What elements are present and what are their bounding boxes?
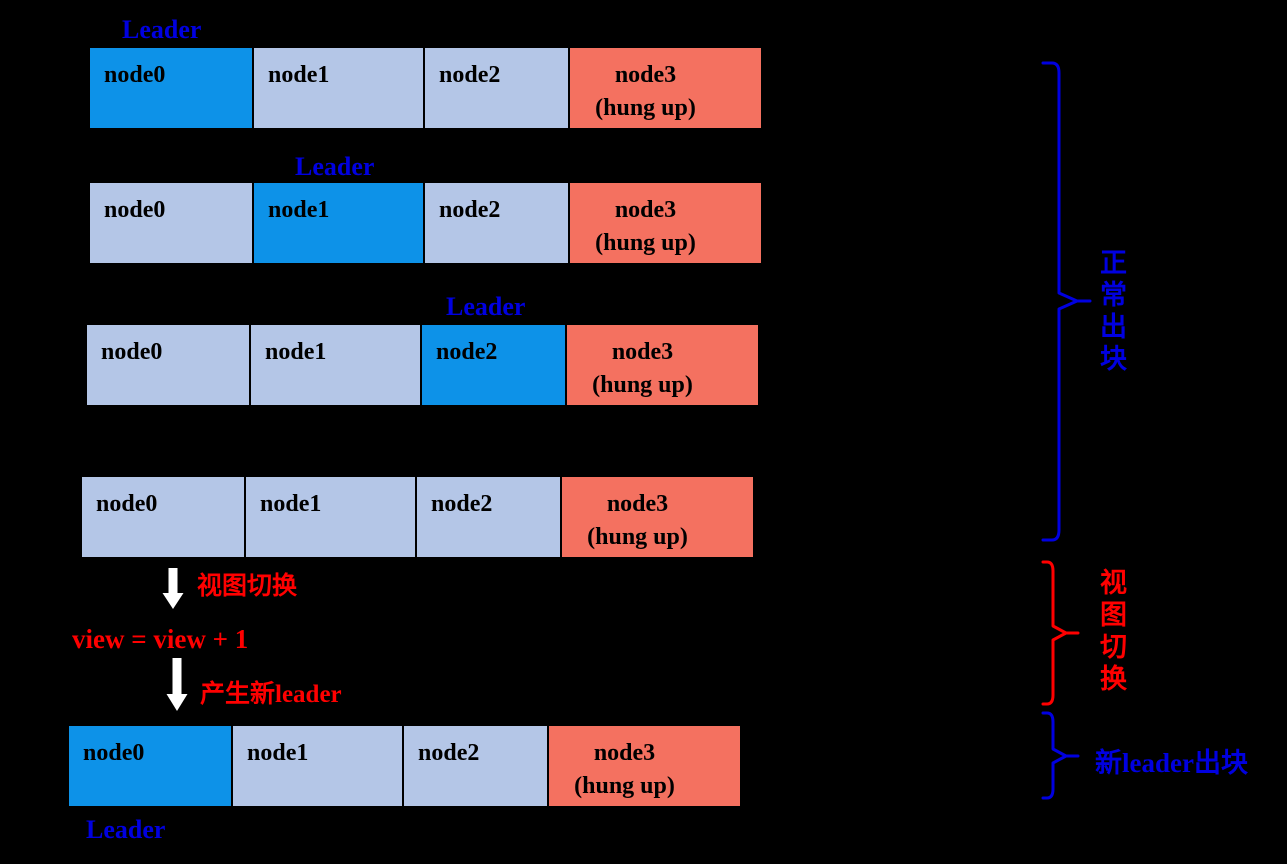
node-box-node0: node0 — [88, 181, 254, 265]
node-box-node1: node1 — [249, 323, 422, 407]
node-box-node3: node3 (hung up) — [568, 46, 763, 130]
node-label: node2 — [431, 491, 493, 517]
node-label: node3 — [606, 491, 669, 517]
node-box-node3: node3 (hung up) — [560, 475, 755, 559]
node-label: node1 — [268, 197, 330, 223]
node-box-node3: node3 (hung up) — [565, 323, 760, 407]
down-arrow-new-leader-icon — [166, 658, 188, 711]
node-label: node3 — [593, 740, 656, 766]
node-box-node1: node1 — [252, 46, 425, 130]
node-label: node0 — [104, 62, 166, 88]
node-box-node1: node1 — [244, 475, 417, 559]
node-label: node1 — [265, 339, 327, 365]
node-label: node0 — [83, 740, 145, 766]
node-box-node2: node2 — [423, 181, 570, 265]
node-label: node2 — [439, 62, 501, 88]
node-box-node3: node3 (hung up) — [547, 724, 742, 808]
node-label: node3 — [611, 339, 674, 365]
node-sublabel: (hung up) — [587, 524, 688, 550]
node-label: node0 — [104, 197, 166, 223]
leader-label-round-3: Leader — [446, 292, 526, 321]
node-sublabel: (hung up) — [595, 95, 696, 121]
node-label: node1 — [268, 62, 330, 88]
node-label: node2 — [418, 740, 480, 766]
view-increment-formula: view = view + 1 — [72, 624, 249, 654]
node-label: node1 — [247, 740, 309, 766]
node-box-node2: node2 — [415, 475, 562, 559]
node-box-node1: node1 — [231, 724, 404, 808]
node-box-node2: node2 — [402, 724, 549, 808]
view-change-brace-icon — [1041, 560, 1080, 706]
normal-blocks-brace-icon — [1041, 61, 1092, 542]
node-label: node2 — [436, 339, 498, 365]
node-label: node3 — [614, 197, 677, 223]
node-label: node1 — [260, 491, 322, 517]
node-label: node2 — [439, 197, 501, 223]
new-leader-blocks-side-label: 新leader出块 — [1095, 748, 1248, 778]
down-arrow-view-change-icon — [162, 568, 184, 609]
node-label: node3 — [614, 62, 677, 88]
view-change-side-label: 视图切换 — [1096, 568, 1126, 696]
node-box-node2: node2 — [423, 46, 570, 130]
view-change-note: 视图切换 — [197, 573, 298, 600]
consensus-row-5: node0 node1 node2 node3 (hung up) — [67, 724, 742, 808]
leader-label-round-1: Leader — [122, 15, 202, 44]
new-leader-brace-icon — [1041, 711, 1080, 800]
consensus-row-4: node0 node1 node2 node3 (hung up) — [80, 475, 755, 559]
consensus-row-2: node0 node1 node2 node3 (hung up) — [88, 181, 763, 265]
node-sublabel: (hung up) — [595, 230, 696, 256]
node-box-node2: node2 — [420, 323, 567, 407]
normal-blocks-side-label: 正常出块 — [1096, 248, 1126, 376]
consensus-row-1: node0 node1 node2 node3 (hung up) — [88, 46, 763, 130]
node-sublabel: (hung up) — [574, 773, 675, 799]
new-leader-note: 产生新leader — [200, 681, 342, 708]
leader-label-round-5: Leader — [86, 815, 166, 844]
consensus-row-3: node0 node1 node2 node3 (hung up) — [85, 323, 760, 407]
node-label: node0 — [101, 339, 163, 365]
node-box-node0: node0 — [67, 724, 233, 808]
node-box-node1: node1 — [252, 181, 425, 265]
node-box-node3: node3 (hung up) — [568, 181, 763, 265]
node-label: node0 — [96, 491, 158, 517]
node-box-node0: node0 — [80, 475, 246, 559]
node-box-node0: node0 — [85, 323, 251, 407]
node-sublabel: (hung up) — [592, 372, 693, 398]
node-box-node0: node0 — [88, 46, 254, 130]
leader-label-round-2: Leader — [295, 152, 375, 181]
